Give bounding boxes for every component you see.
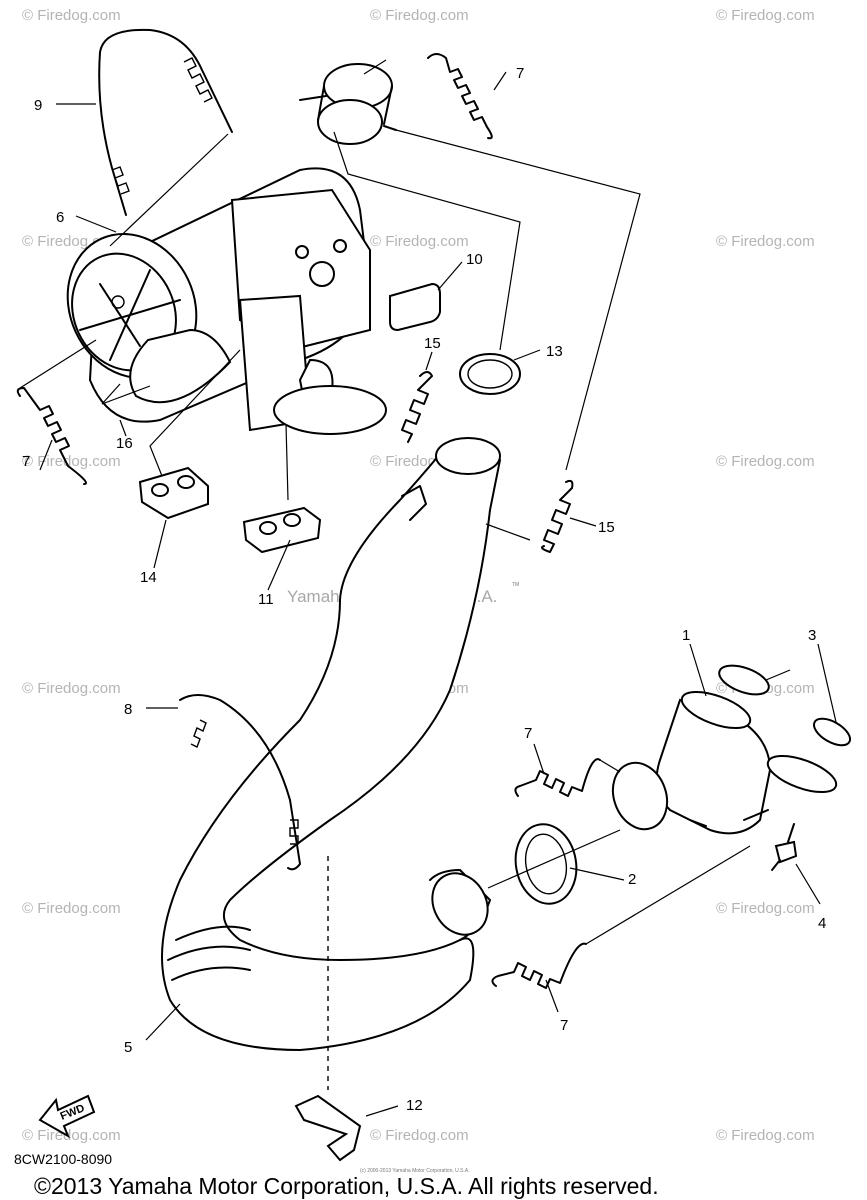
center-watermark-mark: TM <box>512 582 519 588</box>
callout-15: 15 <box>424 335 441 352</box>
callout-numbers: 9 7 6 10 13 15 7 16 15 14 11 1 3 8 7 2 4… <box>22 65 826 1114</box>
gasket-3b <box>812 717 852 747</box>
spring-coil <box>183 57 213 103</box>
callout-15: 15 <box>598 519 615 536</box>
tiny-copyright: (c) 2000-2013 Yamaha Motor Corporation, … <box>360 1168 470 1174</box>
watermark: © Firedog.com <box>716 1127 815 1144</box>
callout-10: 10 <box>466 251 483 268</box>
watermark: © Firedog.com <box>22 900 121 917</box>
spring-coil <box>190 719 207 748</box>
stay-wire-9 <box>98 28 233 216</box>
callout-16: 16 <box>116 435 133 452</box>
watermark: © Firedog.com <box>370 233 469 250</box>
callout-11: 11 <box>258 591 274 608</box>
bracket-12 <box>294 1094 362 1162</box>
spring-7b <box>16 387 87 485</box>
watermark: © Firedog.com <box>22 453 121 470</box>
callout-12: 12 <box>406 1097 423 1114</box>
callout-7: 7 <box>516 65 524 82</box>
watermark: © Firedog.com <box>370 7 469 24</box>
watermark: © Firedog.com <box>370 1127 469 1144</box>
watermark: © Firedog.com <box>716 900 815 917</box>
spring-15b <box>541 479 574 553</box>
gasket-3a <box>718 664 770 696</box>
damper-11 <box>242 506 322 554</box>
callout-9: 9 <box>34 97 42 114</box>
callout-5: 5 <box>124 1039 132 1056</box>
damper-14 <box>138 466 209 520</box>
callout-4: 4 <box>818 915 826 932</box>
stay-wire-8 <box>179 694 301 871</box>
spring-coil <box>111 166 130 195</box>
spring-7 <box>427 53 493 140</box>
watermark: © Firedog.com <box>716 233 815 250</box>
spring-7d <box>491 942 587 989</box>
callout-2: 2 <box>628 871 636 888</box>
diagram-code: 8CW2100-8090 <box>14 1151 112 1167</box>
callout-13: 13 <box>546 343 563 360</box>
callout-3: 3 <box>808 627 816 644</box>
callout-leaders <box>19 59 837 1117</box>
callout-7: 7 <box>524 725 532 742</box>
exhaust-pipe-5 <box>161 437 502 1052</box>
manifold-1 <box>611 690 838 835</box>
callout-7: 7 <box>560 1017 568 1034</box>
callout-6: 6 <box>56 209 64 226</box>
bolt-4 <box>774 840 798 864</box>
spring-coil <box>289 819 299 845</box>
watermark: © Firedog.com <box>716 7 815 24</box>
spring-15a <box>401 371 433 443</box>
callout-7: 7 <box>22 453 30 470</box>
watermark: © Firedog.com <box>22 7 121 24</box>
joint-ring <box>299 63 397 145</box>
fwd-arrow: FWD <box>38 1094 96 1139</box>
watermark: © Firedog.com <box>22 1127 121 1144</box>
watermark: © Firedog.com <box>716 453 815 470</box>
silencer-6 <box>66 167 387 435</box>
callout-8: 8 <box>124 701 132 718</box>
callout-14: 14 <box>140 569 157 586</box>
callout-1: 1 <box>682 627 690 644</box>
spring-7c <box>514 758 601 797</box>
gasket-2 <box>514 823 578 905</box>
watermark: © Firedog.com <box>22 680 121 697</box>
bolt-16 <box>111 295 125 309</box>
damper-10 <box>389 282 441 332</box>
copyright-footer: ©2013 Yamaha Motor Corporation, U.S.A. A… <box>34 1173 659 1199</box>
